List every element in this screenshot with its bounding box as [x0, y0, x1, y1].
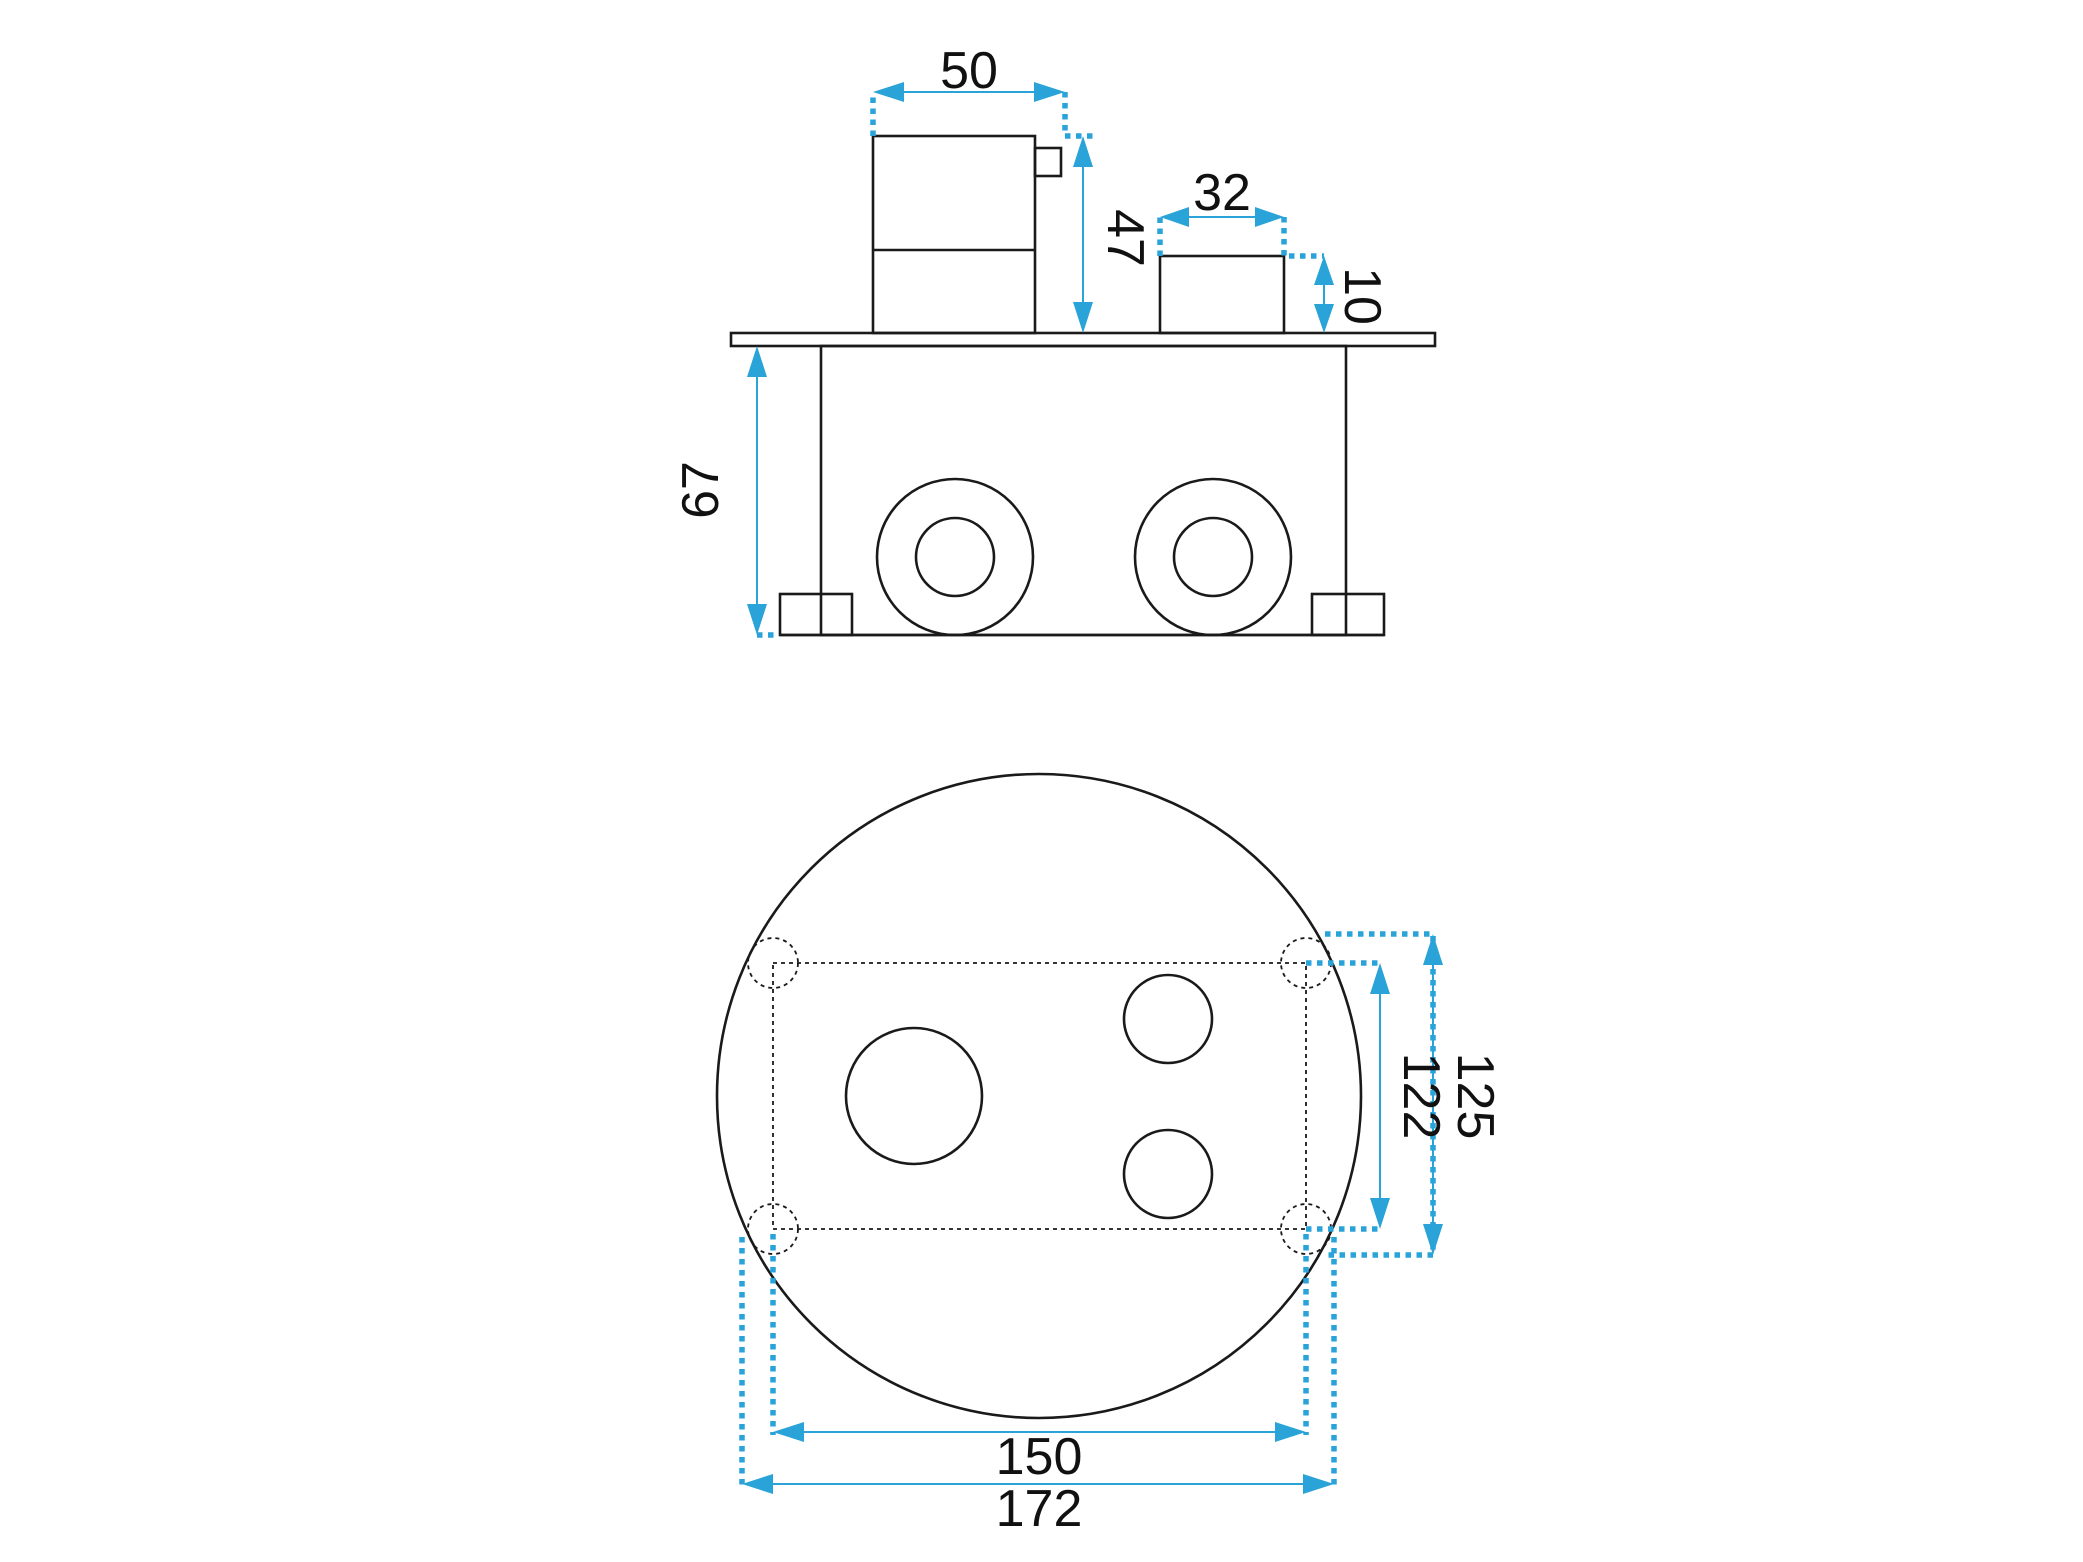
cover-plate	[729, 331, 1437, 348]
dim-plate-width-outer: 172	[739, 1237, 1337, 1538]
dim-label-67: 67	[672, 461, 730, 519]
knob-top-front	[1122, 973, 1214, 1065]
knob-body	[1158, 254, 1286, 335]
handle-outline-front	[844, 1026, 984, 1166]
dim-label-125: 125	[1446, 1053, 1504, 1140]
dim-label-47: 47	[1096, 209, 1154, 267]
dim-label-122: 122	[1392, 1053, 1450, 1140]
knob-bottom-front	[1122, 1128, 1214, 1220]
side-view	[729, 134, 1437, 637]
dim-plate-height-inner: 122	[1306, 960, 1450, 1232]
dim-label-172: 172	[996, 1480, 1083, 1538]
dim-label-50: 50	[940, 42, 998, 100]
handle-body	[871, 134, 1037, 335]
corner-hole-bl	[747, 1203, 799, 1255]
valve-box	[819, 344, 1348, 637]
port-left-inner	[914, 516, 996, 598]
dim-handle-height: 47	[1073, 136, 1154, 333]
port-right-inner	[1172, 516, 1254, 598]
dim-plate-height-outer: 125	[1325, 931, 1504, 1258]
dim-handle-width: 50	[870, 42, 1094, 139]
foot-left	[778, 592, 854, 637]
mounting-frame-hidden	[772, 962, 1307, 1230]
dim-box-depth: 67	[672, 346, 778, 638]
round-cover-plate	[715, 772, 1363, 1420]
front-view	[715, 772, 1363, 1420]
dim-label-10: 10	[1333, 267, 1391, 325]
foot-right	[1310, 592, 1386, 637]
dim-knob-width: 32	[1157, 164, 1324, 259]
port-right-outer	[1133, 477, 1293, 637]
dimensions: 50 47 32 10 67	[672, 42, 1504, 1538]
handle-lever	[1033, 146, 1063, 178]
corner-hole-tl	[747, 937, 799, 989]
dim-knob-height: 10	[1314, 256, 1391, 333]
port-left-outer	[875, 477, 1035, 637]
dim-plate-width-inner: 150	[770, 1234, 1309, 1486]
dim-label-150: 150	[996, 1428, 1083, 1486]
dim-label-32: 32	[1193, 164, 1251, 222]
